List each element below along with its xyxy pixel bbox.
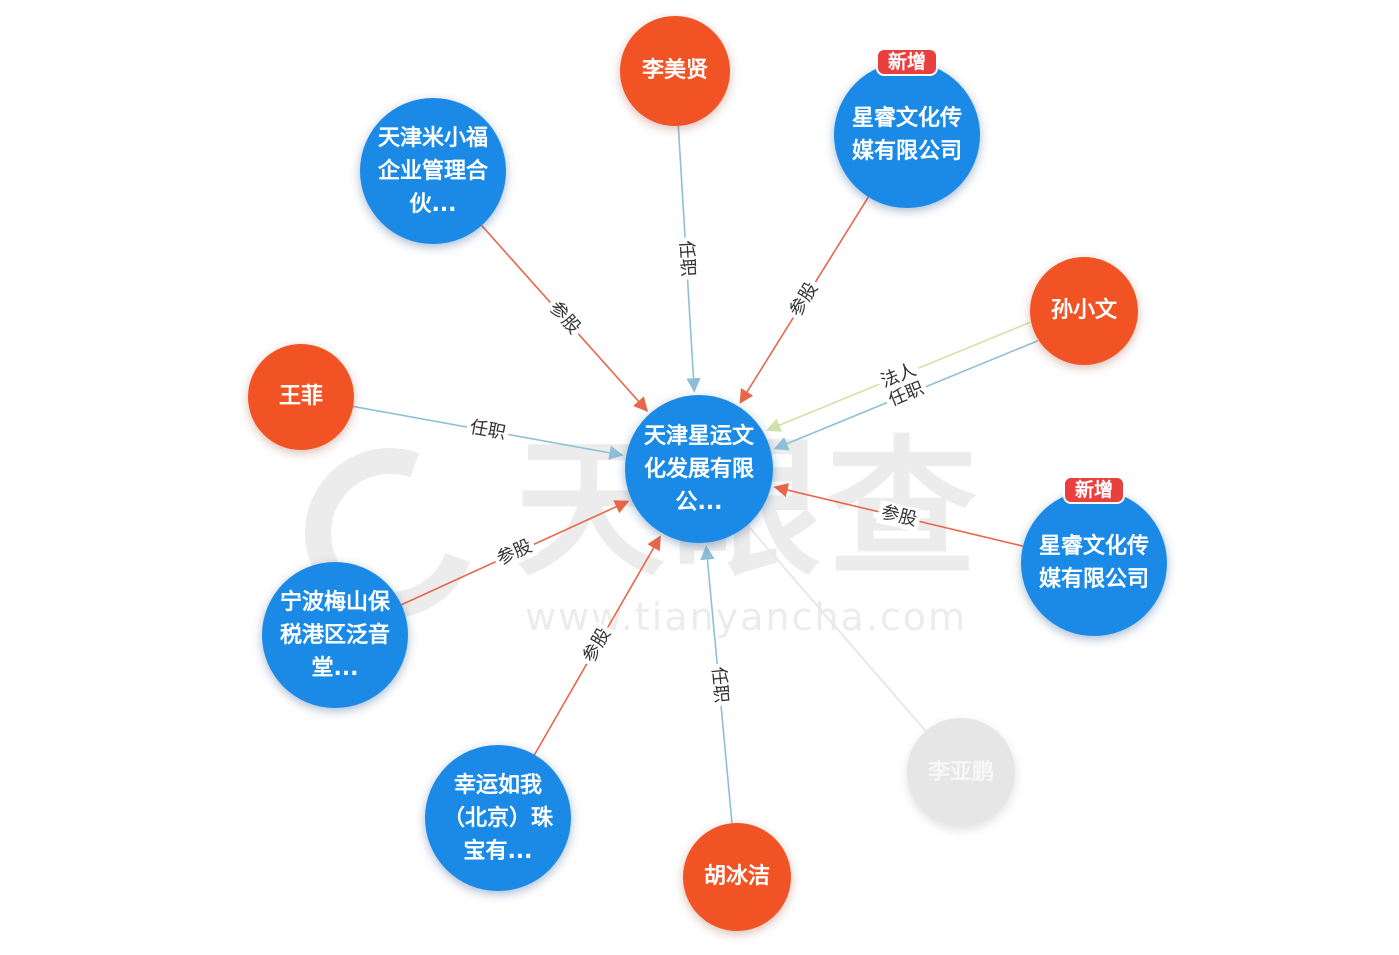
- node-xingrui-media-top[interactable]: 新增 星睿文化传媒有限公司: [834, 48, 980, 208]
- edge-label-xingrui_right-invest: 参股: [879, 502, 919, 531]
- edge-label-background: [674, 236, 700, 281]
- node-wang-fei-label: 王菲: [278, 384, 323, 409]
- node-sun-xiaowen-label: 孙小文: [1050, 298, 1117, 323]
- edge-label-background: [542, 294, 588, 342]
- edge-label-background: [874, 357, 923, 395]
- node-xingyun-beijing[interactable]: 幸运如我（北京）珠宝有...: [425, 745, 571, 891]
- edge-label-background: [490, 533, 539, 572]
- node-ningbo-meishan[interactable]: 宁波梅山保税港区泛音堂...: [262, 562, 408, 708]
- node-li-meixian-label: 李美贤: [641, 58, 708, 83]
- node-person-li-meixian[interactable]: 李美贤: [620, 16, 730, 126]
- node-ningbo-meishan-label: 宁波梅山保税港区泛音堂...: [279, 589, 390, 681]
- edge-label-li_meixian-role: 任职: [675, 240, 698, 277]
- node-person-sun-xiaowen[interactable]: 孙小文: [1030, 257, 1138, 365]
- edge-label-background: [706, 662, 734, 707]
- node-xingrui-media-right-label: 星睿文化传媒有限公司: [1038, 534, 1149, 592]
- node-xingyun-beijing-label: 幸运如我（北京）珠宝有...: [442, 772, 553, 864]
- edge-label-wang_fei-role: 任职: [468, 417, 507, 444]
- edge-label-hu_bingjie-role: 任职: [707, 666, 731, 704]
- node-center-company[interactable]: 天津星运文化发展有限公...: [625, 395, 773, 543]
- node-tianjin-mixiaofu-label: 天津米小福企业管理合伙...: [377, 125, 488, 217]
- node-person-wang-fei[interactable]: 王菲: [248, 344, 354, 450]
- node-xingrui-media-top-label: 星睿文化传媒有限公司: [851, 106, 962, 164]
- node-xingrui-media-right[interactable]: 新增 星睿文化传媒有限公司: [1021, 476, 1167, 636]
- edge-label-background: [465, 415, 511, 446]
- node-center-label: 天津星运文化发展有限公...: [643, 423, 754, 515]
- node-hu-bingjie-label: 胡冰洁: [703, 864, 770, 889]
- node-tianjin-mixiaofu[interactable]: 天津米小福企业管理合伙...: [360, 98, 506, 244]
- new-badge: 新增: [875, 48, 939, 76]
- node-person-hu-bingjie[interactable]: 胡冰洁: [683, 823, 791, 931]
- edge-label-background: [875, 500, 923, 533]
- edge-label-background: [576, 621, 618, 670]
- edge-li_yapeng-faded: [749, 527, 927, 732]
- new-badge: 新增: [1062, 476, 1126, 504]
- node-person-li-yapeng-inactive[interactable]: 李亚鹏: [907, 718, 1015, 826]
- edge-label-background: [783, 275, 825, 324]
- node-li-yapeng-label: 李亚鹏: [927, 759, 994, 785]
- edge-label-background: [882, 375, 931, 413]
